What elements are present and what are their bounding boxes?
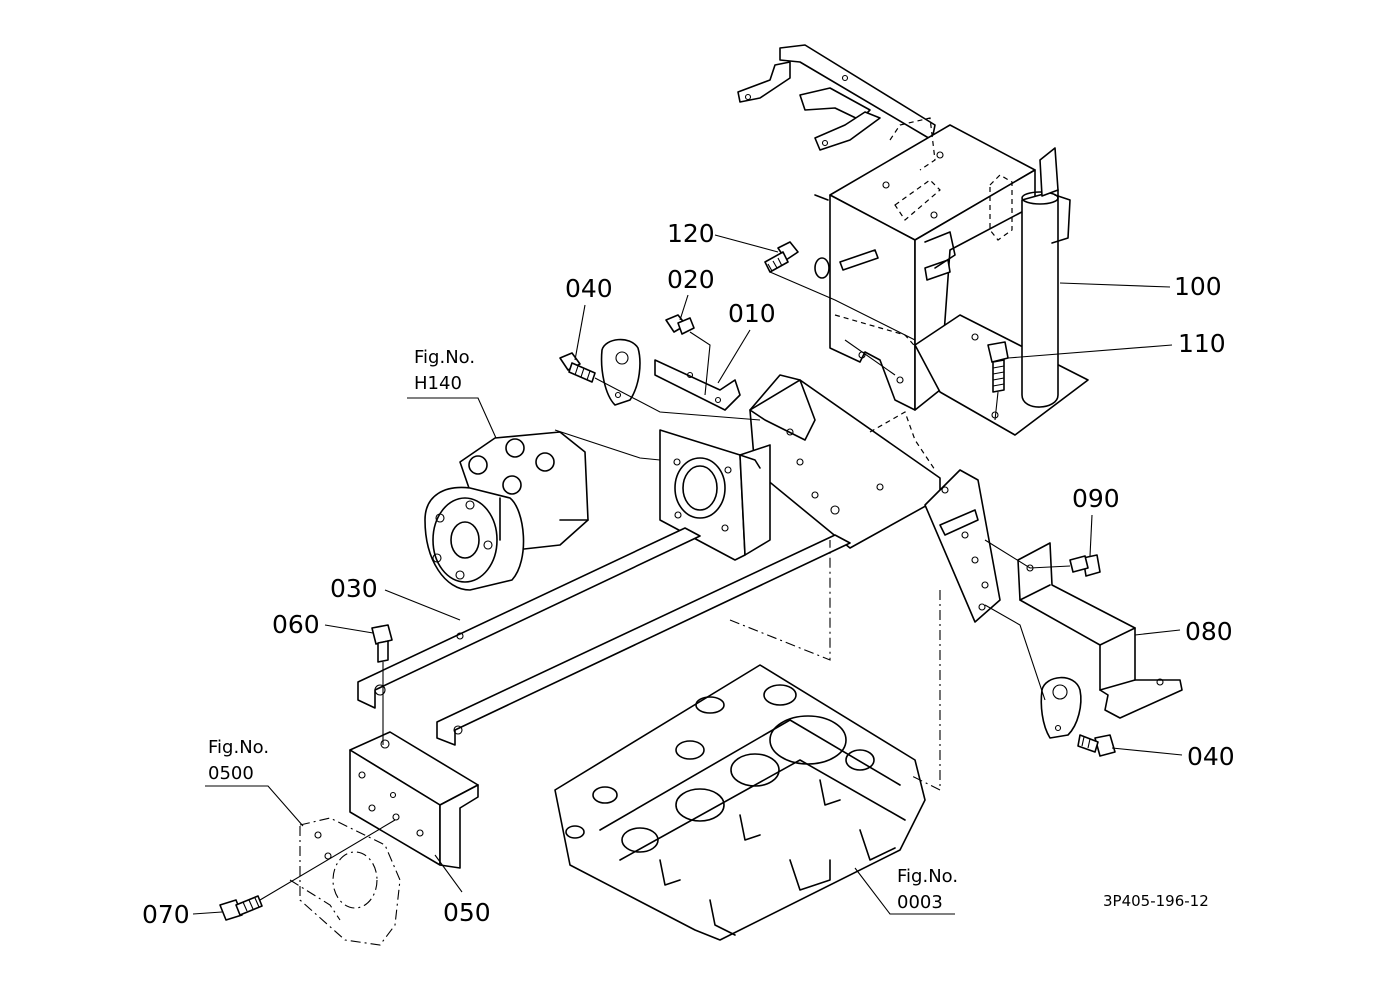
callout-100: 100 <box>1174 272 1222 301</box>
diagram-code: 3P405-196-12 <box>1103 892 1209 910</box>
figure-references: Fig.No. H140 Fig.No. 0500 Fig.No. 0003 <box>208 347 958 913</box>
callout-050: 050 <box>443 898 491 927</box>
leader-lines <box>192 234 1183 915</box>
fig-ref-0500-number: 0500 <box>208 763 254 784</box>
rails-030 <box>357 527 851 746</box>
callout-040-upper: 040 <box>565 274 613 303</box>
bolt-060 <box>371 624 393 663</box>
callout-060: 060 <box>272 610 320 639</box>
bracket-080 <box>1017 542 1183 719</box>
washer-plate-040-lower <box>1040 676 1082 739</box>
fig-ref-0003-title: Fig.No. <box>897 866 958 887</box>
steering-unit-h140 <box>424 431 589 591</box>
cylinder-head-0003 <box>554 540 941 941</box>
callout-120: 120 <box>667 219 715 248</box>
fig-ref-0003-number: 0003 <box>897 892 943 913</box>
callout-090: 090 <box>1072 484 1120 513</box>
callout-020: 020 <box>667 265 715 294</box>
bolt-070 <box>219 895 263 921</box>
callout-040-lower: 040 <box>1187 742 1235 771</box>
bolt-110 <box>987 341 1009 393</box>
callout-labels: 120 100 040 020 010 110 090 030 060 080 … <box>142 219 1235 929</box>
callout-080: 080 <box>1185 617 1233 646</box>
fig-ref-h140-title: Fig.No. <box>414 347 475 368</box>
bolt-090 <box>1069 554 1101 577</box>
washer-plate-040-upper <box>600 338 641 406</box>
callout-030: 030 <box>330 574 378 603</box>
bracket-050 <box>349 731 479 869</box>
support-plate-010 <box>654 359 941 561</box>
fig-ref-h140-number: H140 <box>414 373 462 394</box>
bolt-020 <box>665 314 695 335</box>
callout-110: 110 <box>1178 329 1226 358</box>
bolt-120 <box>764 241 799 273</box>
callout-070: 070 <box>142 900 190 929</box>
vertical-strap <box>924 469 1001 623</box>
assembly-lines <box>259 271 1071 901</box>
bolt-040-upper <box>559 352 596 383</box>
callout-010: 010 <box>728 299 776 328</box>
fig-ref-0500-title: Fig.No. <box>208 737 269 758</box>
steering-support-frame-100 <box>737 44 1089 436</box>
bolt-040-lower <box>1077 734 1116 757</box>
engine-mount-0500 <box>289 817 401 946</box>
